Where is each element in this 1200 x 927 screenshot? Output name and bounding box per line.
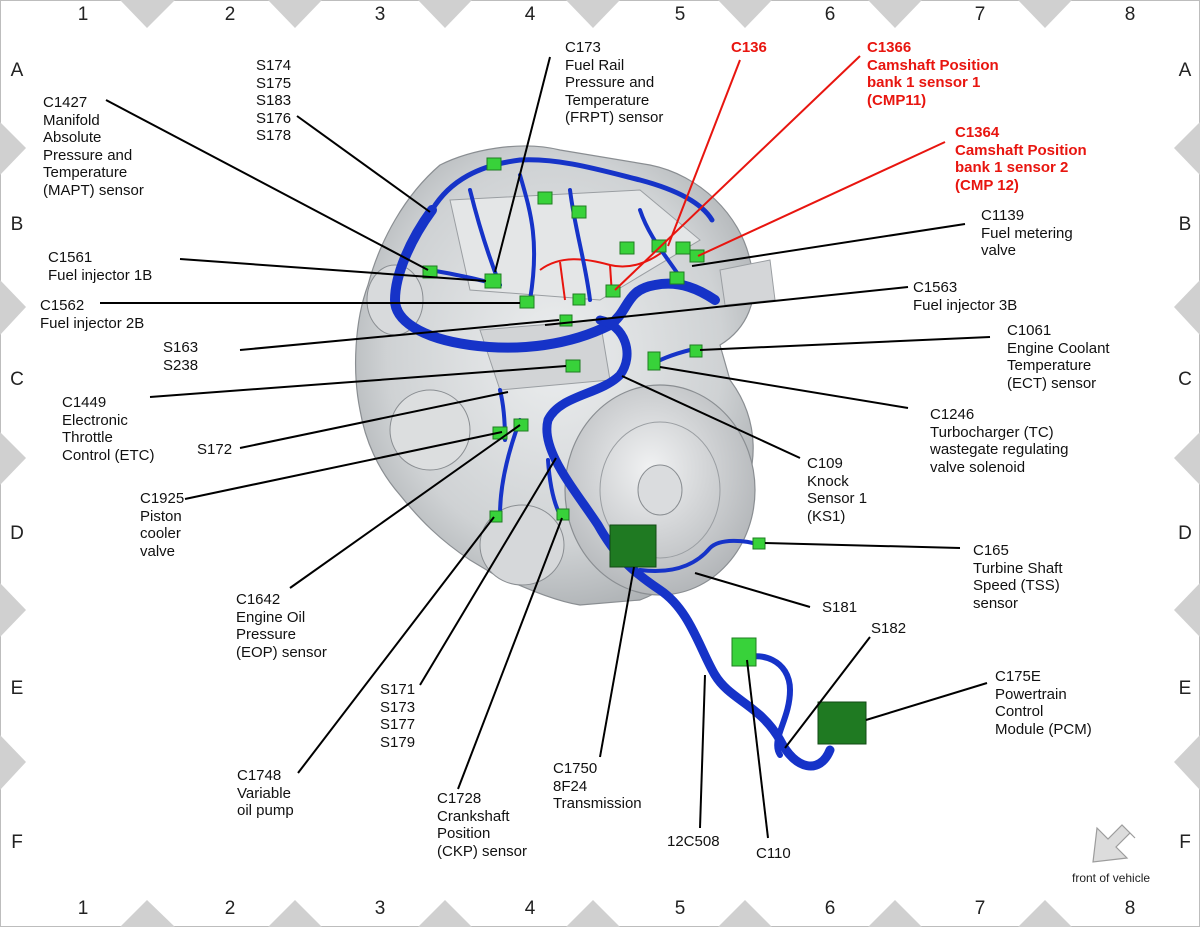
grid-row-right-c: C [1178, 369, 1192, 390]
label-c1139-fuel-metering-valve: C1139 Fuel metering valve [981, 207, 1073, 259]
callout-lines [100, 56, 991, 839]
label-c165-tss-sensor: C165 Turbine Shaft Speed (TSS) sensor [973, 542, 1063, 612]
label-s182: S182 [871, 620, 907, 637]
label-c1366-cmp11: C1366 Camshaft Position bank 1 sensor 1 … [867, 39, 999, 109]
grid-col-top-6: 6 [824, 4, 836, 25]
grid-col-top-5: 5 [674, 4, 686, 25]
grid-row-left-a: A [10, 60, 24, 81]
grid-col-top-8: 8 [1124, 4, 1136, 25]
label-s172: S172 [197, 441, 233, 458]
grid-row-right-a: A [1178, 60, 1192, 81]
label-c1449-etc: C1449 Electronic Throttle Control (ETC) [62, 394, 155, 464]
label-c1925-piston-cooler-valve: C1925 Piston cooler valve [140, 490, 185, 560]
grid-col-top-2: 2 [224, 4, 236, 25]
grid-col-bottom-8: 8 [1124, 898, 1136, 919]
label-c1750-transmission: C1750 8F24 Transmission [553, 760, 642, 812]
label-c1561-fuel-injector-1b: C1561 Fuel injector 1B [48, 249, 153, 284]
grid-row-left-f: F [11, 832, 23, 853]
label-c1563-fuel-injector-3b: C1563 Fuel injector 3B [913, 279, 1018, 314]
grid-row-left-c: C [10, 369, 24, 390]
label-12c508: 12C508 [667, 833, 720, 850]
label-s181: S181 [822, 599, 858, 616]
label-c110: C110 [756, 845, 791, 862]
grid-row-left-b: B [10, 214, 24, 235]
grid-col-bottom-6: 6 [824, 898, 836, 919]
label-c109-knock-sensor: C109 Knock Sensor 1 (KS1) [807, 455, 868, 525]
front-of-vehicle-arrow-icon [1092, 824, 1136, 863]
label-c1427-mapt-sensor: C1427 Manifold Absolute Pressure and Tem… [43, 94, 144, 199]
grid-row-right-f: F [1179, 832, 1191, 853]
grid-col-bottom-3: 3 [374, 898, 386, 919]
label-c1364-cmp12: C1364 Camshaft Position bank 1 sensor 2 … [955, 124, 1087, 194]
grid-row-right-b: B [1178, 214, 1192, 235]
label-c173-frpt-sensor: C173 Fuel Rail Pressure and Temperature … [565, 39, 664, 126]
grid-row-left-e: E [10, 678, 24, 699]
label-s174-splices: S174 S175 S183 S176 S178 [256, 57, 292, 144]
grid-row-right-e: E [1178, 678, 1192, 699]
label-c1562-fuel-injector-2b: C1562 Fuel injector 2B [40, 297, 145, 332]
engine-illustration [355, 145, 776, 606]
grid-col-top-7: 7 [974, 4, 986, 25]
grid-col-bottom-7: 7 [974, 898, 986, 919]
label-c175e-pcm: C175E Powertrain Control Module (PCM) [995, 668, 1092, 738]
label-c1246-tc-wastegate: C1246 Turbocharger (TC) wastegate regula… [930, 406, 1069, 476]
grid-col-bottom-1: 1 [77, 898, 89, 919]
connectors [422, 157, 867, 745]
callout-lines-red [614, 55, 946, 291]
front-of-vehicle-label: front of vehicle [1072, 871, 1151, 885]
label-c1728-ckp-sensor: C1728 Crankshaft Position (CKP) sensor [437, 790, 528, 860]
grid-col-top-4: 4 [524, 4, 536, 25]
grid-col-top-3: 3 [374, 4, 386, 25]
grid-col-bottom-4: 4 [524, 898, 536, 919]
grid-col-bottom-2: 2 [224, 898, 236, 919]
label-c1061-ect-sensor: C1061 Engine Coolant Temperature (ECT) s… [1007, 322, 1110, 392]
label-c1748-variable-oil-pump: C1748 Variable oil pump [237, 767, 294, 819]
grid-row-left-d: D [10, 523, 24, 544]
label-c1642-eop-sensor: C1642 Engine Oil Pressure (EOP) sensor [236, 591, 327, 661]
grid-row-right-d: D [1178, 523, 1192, 544]
label-s171-splices: S171 S173 S177 S179 [380, 681, 416, 751]
label-c136: C136 [731, 39, 767, 56]
grid-col-top-1: 1 [77, 4, 89, 25]
label-s163-splices: S163 S238 [163, 339, 199, 374]
grid-col-bottom-5: 5 [674, 898, 686, 919]
